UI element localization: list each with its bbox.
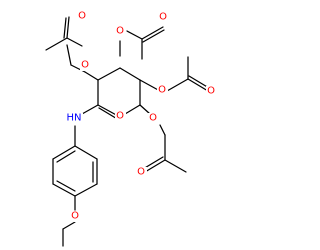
- ethoxy-group: [62, 195, 76, 247]
- bond-o-carbonyl-3: [166, 78, 189, 92]
- ring-bond-1: [74, 145, 98, 160]
- acetoxy-group-1: [45, 16, 86, 73]
- ring-bond-6: [52, 145, 76, 160]
- bond-carbonyl-o-3a: [187, 78, 209, 92]
- label-o-ester1-link: O: [81, 60, 89, 71]
- structure-canvas: O O O O O O O O O HN O: [45, 11, 217, 247]
- bond-carbonyl-o-3b: [188, 75, 210, 89]
- bond-chain-2: [119, 67, 141, 81]
- acetoxy-group-4: [139, 104, 187, 173]
- bond-c-o-1a: [66, 16, 70, 39]
- bond-o-carbonyl-2: [126, 30, 143, 40]
- label-o-ester3-carbonyl: O: [207, 86, 215, 97]
- label-o-ester3-link: O: [158, 85, 166, 96]
- bond-o1-chain: [84, 71, 99, 81]
- main-chain: [81, 67, 141, 121]
- label-o-amide-carbonyl: O: [116, 111, 124, 122]
- phenyl-ring: [52, 125, 98, 197]
- bond-carbonyl-o-2a: [141, 26, 164, 40]
- molecule-structure: O O O O O O O O O HN O: [45, 11, 217, 247]
- bond-carbonyl-c-1: [66, 37, 83, 47]
- label-n-amide: HN: [67, 113, 82, 124]
- label-o-ester2-link: O: [116, 26, 124, 37]
- ring-bond-3: [74, 183, 98, 197]
- label-o-ester4-carbonyl: O: [137, 167, 145, 178]
- bond-carbonyl-o-2b: [142, 29, 165, 43]
- bond-chain-1: [97, 67, 121, 81]
- bond-c-o-1b: [63, 17, 67, 39]
- bond-carbonyl-o-4a: [144, 159, 166, 173]
- ring-bond-4-inner: [56, 180, 76, 192]
- acetoxy-group-3: [139, 56, 210, 92]
- ring-bond-6-inner: [56, 150, 76, 163]
- label-o-ester1-carbonyl: O: [78, 11, 86, 22]
- bond-methyl-1: [45, 37, 68, 51]
- bond-ch2-4: [139, 104, 151, 115]
- label-o-ether: O: [71, 211, 79, 222]
- bond-o-ch2: [62, 221, 76, 230]
- bond-methyl-4: [164, 159, 187, 173]
- bond-amide-c-n: [81, 104, 99, 115]
- bond-chain-o-3: [139, 79, 161, 92]
- label-o-ester2-carbonyl: O: [159, 12, 167, 23]
- label-o-ester4-link: O: [149, 113, 157, 124]
- bond-o-to-carbonyl-1: [66, 44, 72, 66]
- ring-bond-4: [52, 183, 76, 197]
- bond-o-carbonyl-4: [159, 124, 166, 136]
- atom-labels: O O O O O O O O O HN O: [66, 11, 217, 222]
- acetoxy-group-2: [119, 26, 165, 60]
